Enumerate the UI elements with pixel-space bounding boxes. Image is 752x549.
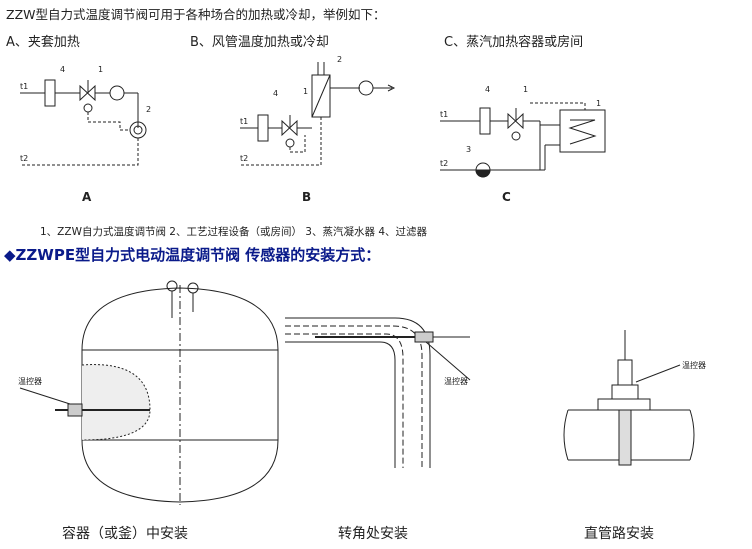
svg-text:t1: t1 bbox=[440, 110, 448, 119]
diagram-b-label: B bbox=[302, 190, 312, 204]
straight-pipe-drawing bbox=[563, 330, 695, 466]
example-a-title: A、夹套加热 bbox=[6, 35, 80, 50]
filter-4 bbox=[44, 79, 56, 107]
svg-text:1: 1 bbox=[523, 85, 528, 94]
svg-text:4: 4 bbox=[485, 85, 490, 94]
svg-text:t1: t1 bbox=[240, 117, 248, 126]
svg-text:t2: t2 bbox=[20, 154, 28, 163]
sensor-label-elbow: 温控器 bbox=[444, 377, 468, 386]
diagram-b bbox=[240, 62, 396, 166]
diagram-a-label: A bbox=[82, 190, 92, 204]
svg-text:3: 3 bbox=[466, 145, 471, 154]
svg-text:4: 4 bbox=[273, 89, 278, 98]
svg-text:t2: t2 bbox=[240, 154, 248, 163]
example-b-title: B、风管温度加热或冷却 bbox=[190, 35, 329, 50]
intro-text: ZZW型自力式温度调节阀可用于各种场合的加热或冷却，举例如下： bbox=[6, 7, 386, 22]
example-c-title: C、蒸汽加热容器或房间 bbox=[444, 35, 584, 50]
svg-text:1: 1 bbox=[98, 65, 103, 74]
svg-text:1: 1 bbox=[303, 87, 308, 96]
caption-vessel: 容器（或釜）中安装 bbox=[62, 526, 188, 542]
section-heading: ◆ZZWPE型自力式电动温度调节阀 传感器的安装方式： bbox=[4, 246, 381, 264]
svg-text:2: 2 bbox=[337, 55, 342, 64]
legend-text: 1、ZZW自力式温度调节阀 2、工艺过程设备（或房间） 3、蒸汽凝水器 4、过滤… bbox=[40, 226, 428, 238]
caption-elbow: 转角处安装 bbox=[338, 526, 408, 542]
diagram-c bbox=[440, 102, 606, 178]
svg-text:1: 1 bbox=[596, 99, 601, 108]
caption-pipe: 直管路安装 bbox=[584, 526, 654, 542]
elbow-drawing bbox=[285, 317, 471, 468]
sensor-label-pipe: 温控器 bbox=[682, 361, 706, 370]
svg-text:2: 2 bbox=[146, 105, 151, 114]
svg-text:t2: t2 bbox=[440, 159, 448, 168]
diagram-c-label: C bbox=[502, 190, 511, 204]
vessel-drawing bbox=[19, 280, 279, 505]
svg-text:4: 4 bbox=[60, 65, 65, 74]
sensor-label-vessel: 温控器 bbox=[18, 377, 42, 386]
svg-text:t1: t1 bbox=[20, 82, 28, 91]
diagram-a bbox=[20, 79, 147, 166]
